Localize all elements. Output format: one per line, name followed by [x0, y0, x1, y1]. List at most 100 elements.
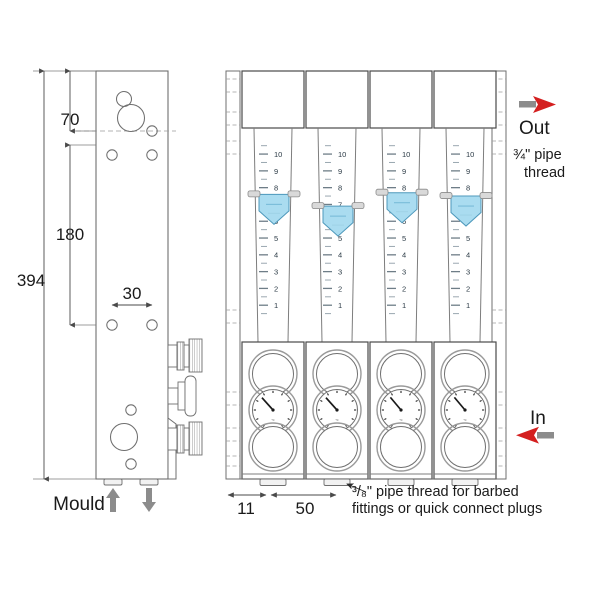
float-stop-right [415, 188, 429, 196]
plate-hole [146, 149, 158, 161]
outlet-label: Out [519, 118, 550, 139]
dimension-30-label: 30 [123, 284, 142, 303]
port-bore [444, 426, 486, 468]
outlet-annotation: Out ¾" pipe thread [513, 96, 565, 181]
scale-label: 2 [402, 284, 406, 293]
outlet-arrow-icon [519, 96, 556, 113]
tube-wall-right [479, 127, 485, 343]
scale-label: 4 [402, 251, 406, 260]
plate-hole [146, 125, 158, 137]
bottom-thread-note-line2: fittings or quick connect plugs [352, 501, 542, 517]
scale-label: 10 [466, 150, 474, 159]
flow-scale: 12345678910 [387, 145, 410, 315]
port-ring [376, 422, 426, 472]
flow-scale: 12345678910 [451, 145, 474, 315]
scale-label: 3 [274, 268, 278, 277]
valve-body[interactable] [369, 70, 433, 129]
barbed-port [323, 478, 351, 486]
tube-wall-right [287, 127, 293, 343]
tube-wall-right [415, 127, 421, 343]
port-bore [252, 426, 294, 468]
gauge-unit-mark: °C [336, 418, 339, 422]
dimension-11-label: 11 [237, 499, 255, 518]
left-side-elevation: 394 70 180 30 Mould [17, 68, 203, 515]
flow-channel-1: 12345678910°C [241, 70, 305, 486]
scale-label: 10 [402, 150, 410, 159]
port-bore [252, 353, 294, 395]
float-stop-right [287, 190, 301, 198]
scale-label: 1 [402, 301, 406, 310]
port-bore [380, 426, 422, 468]
port-bore [380, 353, 422, 395]
gauge-needle [325, 397, 338, 411]
inlet-annotation: In [516, 408, 554, 444]
scale-label: 1 [466, 301, 470, 310]
mould-port-return [139, 478, 159, 486]
port-ring [312, 422, 362, 472]
scale-label: 9 [338, 167, 342, 176]
flow-channel-2: 12345678910°C [305, 70, 369, 486]
bottom-thread-note-line1: ³/₈" pipe thread for barbed [352, 484, 519, 500]
scale-label: 9 [402, 167, 406, 176]
flow-scale: 12345678910 [259, 145, 282, 315]
flow-float [258, 193, 290, 226]
scale-label: 1 [274, 301, 278, 310]
scale-label: 4 [466, 251, 470, 260]
plate-hole [125, 404, 137, 416]
inlet-arrow-icon [516, 426, 554, 444]
scale-label: 10 [274, 150, 282, 159]
bottom-dimension-group: 11 50 [227, 483, 367, 518]
dimension-394-label: 394 [17, 271, 45, 290]
plate-hole-large-bottom [109, 422, 139, 452]
float-stop-left [247, 190, 261, 198]
float-stop-left [375, 188, 389, 196]
flow-channel-4: 12345678910°C [433, 70, 497, 486]
gauge-needle [261, 397, 274, 411]
mould-port-supply [103, 478, 123, 486]
scale-label: 6 [402, 217, 406, 226]
gauge-unit-mark: °C [272, 418, 275, 422]
dimension-180-label: 180 [56, 225, 84, 244]
scale-label: 2 [274, 284, 278, 293]
scale-label: 1 [338, 301, 342, 310]
port-bore [316, 426, 358, 468]
scale-label: 10 [338, 150, 346, 159]
mould-supply-arrow [106, 488, 120, 512]
float-stop-left [311, 202, 325, 210]
tube-wall-left [445, 127, 451, 343]
dimension-30: 30 [111, 284, 153, 308]
right-front-elevation: 12345678910°C12345678910°C12345678910°C1… [225, 70, 565, 518]
scale-label: 5 [466, 234, 470, 243]
mould-return-arrow [142, 488, 156, 512]
outlet-thread-line1: ¾" pipe [513, 147, 562, 163]
float-stop-left [439, 192, 453, 199]
tube-wall-left [381, 127, 387, 343]
outlet-thread-line2: thread [524, 165, 565, 181]
float-stop-right [479, 192, 493, 199]
valve-body[interactable] [305, 70, 369, 129]
scale-label: 5 [274, 234, 278, 243]
valve-body[interactable] [433, 70, 497, 129]
flow-float [386, 192, 418, 224]
dimension-50-label: 50 [296, 499, 315, 518]
plate-hole [146, 319, 158, 331]
scale-label: 4 [338, 251, 342, 260]
flow-float [322, 205, 354, 237]
valve-body[interactable] [241, 70, 305, 129]
dimension-394: 394 [17, 68, 96, 482]
scale-label: 5 [338, 234, 342, 243]
scale-label: 9 [274, 167, 278, 176]
gauge-needle [453, 396, 466, 411]
pipe-connector-lower [167, 421, 203, 456]
scale-label: 5 [402, 234, 406, 243]
scale-label: 8 [338, 184, 342, 193]
scale-label: 2 [338, 284, 342, 293]
mould-label: Mould [53, 494, 105, 515]
scale-label: 3 [338, 268, 342, 277]
plate-hole-large-top [116, 103, 146, 133]
dimension-180: 180 [56, 142, 96, 328]
flow-channel-group: 12345678910°C12345678910°C12345678910°C1… [241, 70, 497, 486]
plate-hole-group [106, 90, 158, 470]
